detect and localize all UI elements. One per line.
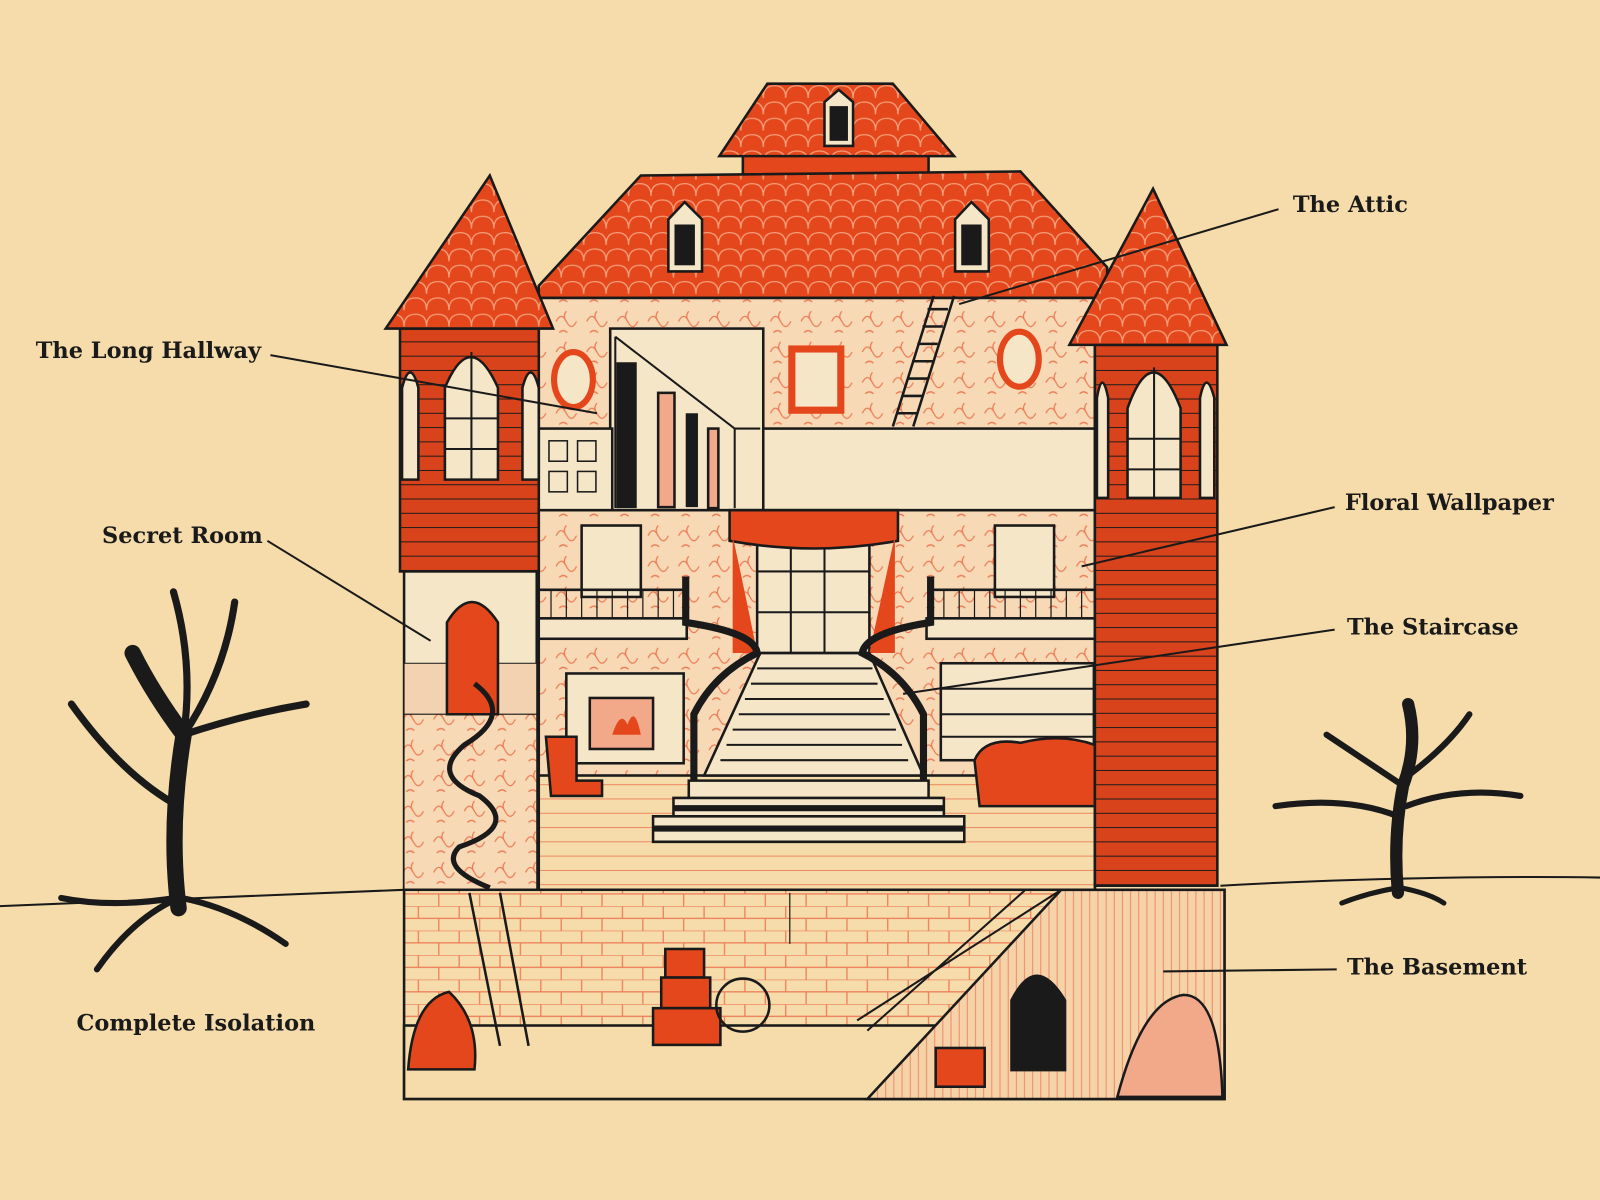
left-tower	[383, 172, 555, 892]
basement	[402, 888, 1226, 1101]
label-floral-wallpaper: Floral Wallpaper	[1345, 490, 1555, 516]
basement-leader	[1163, 968, 1337, 973]
label-basement: The Basement	[1347, 954, 1528, 980]
label-complete-isolation: Complete Isolation	[77, 1011, 316, 1037]
label-long-hallway: The Long Hallway	[36, 338, 262, 364]
staircase-leader	[902, 628, 1335, 695]
label-staircase: The Staircase	[1347, 615, 1519, 641]
label-secret-room: Secret Room	[102, 523, 263, 549]
hallway-leader	[270, 354, 598, 415]
label-attic: The Attic	[1293, 192, 1408, 218]
main-roof	[537, 170, 1109, 300]
secret-room-leader	[266, 539, 432, 642]
left-tree	[58, 588, 310, 973]
right-tower	[1067, 185, 1229, 887]
attic-level	[537, 295, 1097, 512]
ground-line	[0, 876, 1600, 908]
staircase	[651, 576, 966, 844]
wallpaper-leader	[1081, 506, 1335, 568]
right-tree	[1272, 697, 1524, 906]
attic-leader	[958, 208, 1279, 306]
grand-hall	[537, 508, 1097, 892]
cupola	[717, 82, 957, 179]
